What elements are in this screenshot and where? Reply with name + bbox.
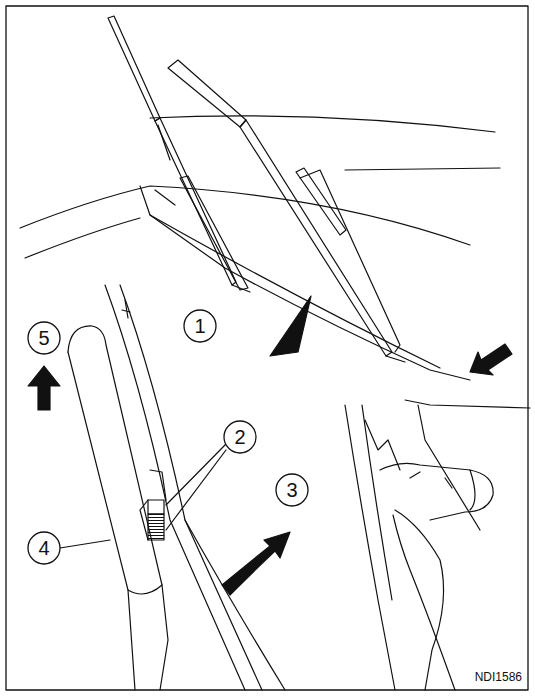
- press-arrow: [470, 344, 512, 375]
- pull-arrow: [28, 366, 60, 410]
- callout-circle: 2: [223, 420, 257, 454]
- arm-cover: [68, 326, 168, 690]
- callout-circle: 4: [27, 531, 61, 565]
- callout-number: 1: [194, 315, 205, 338]
- retaining-clip: [140, 500, 164, 540]
- callout-number: 5: [38, 327, 49, 350]
- callout-circle: 3: [275, 473, 309, 507]
- wiper-arm-left: [108, 16, 250, 292]
- callout-number: 2: [234, 426, 245, 449]
- wiper-arm-right: [168, 60, 405, 362]
- leader-lines: [60, 444, 226, 548]
- finger-detail: [345, 400, 530, 690]
- zoom-pointer: [270, 296, 311, 356]
- callout-circle: 1: [183, 309, 217, 343]
- callout-number: 3: [286, 479, 297, 502]
- figure-code: NDI1586: [475, 670, 522, 684]
- wiper-blade-rails: [105, 285, 285, 690]
- callout-circle: 5: [27, 321, 61, 355]
- windscreen-lines: [20, 116, 500, 380]
- callout-number: 4: [38, 537, 49, 560]
- tilt-arrow: [222, 532, 290, 595]
- frame: [6, 6, 528, 690]
